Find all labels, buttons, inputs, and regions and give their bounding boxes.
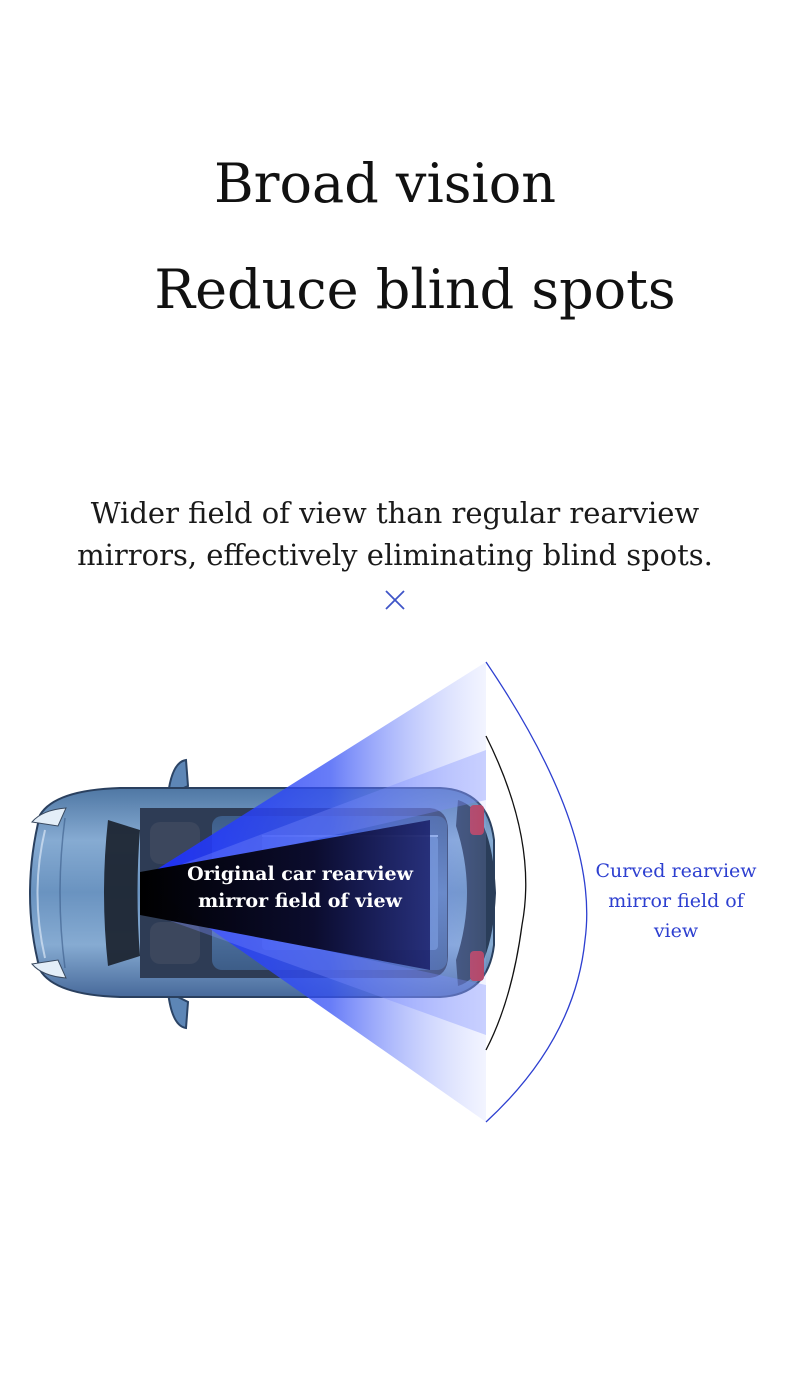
original-mirror-fov (140, 820, 430, 970)
close-icon[interactable] (383, 588, 407, 612)
headline-line-2: Reduce blind spots (154, 258, 676, 321)
field-of-view-diagram (29, 661, 588, 1123)
original-fov-label: Original car rearview mirror field of vi… (187, 863, 413, 912)
headline-line-1: Broad vision (214, 152, 556, 215)
curved-fov-arc-outer (485, 661, 588, 1123)
description-text: Wider field of view than regular rearvie… (77, 496, 713, 572)
curved-fov-label: Curved rearview mirror field of view (595, 860, 757, 942)
original-fov-arc-inner (485, 735, 527, 1051)
